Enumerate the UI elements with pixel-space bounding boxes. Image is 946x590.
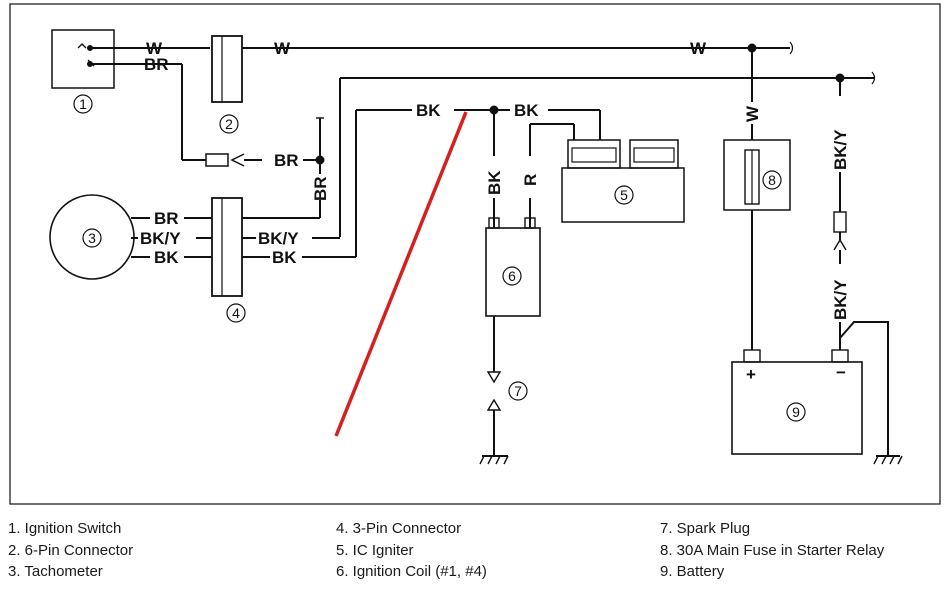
legend-item: 5. IC Igniter — [336, 541, 414, 559]
label-br-mid: BR — [274, 151, 299, 170]
legend-item: 2. 6-Pin Connector — [8, 541, 134, 559]
component-number-8: 8 — [768, 172, 776, 188]
ignition-coil — [485, 227, 541, 317]
legend-column-1: 1. Ignition Switch 2. 6-Pin Connector 3.… — [8, 518, 133, 583]
legend-item: 6. Ignition Coil (#1, #4) — [336, 563, 487, 580]
ic-igniter — [561, 167, 685, 223]
label-r-coil: R — [521, 174, 540, 186]
fuse-starter-relay — [723, 139, 791, 211]
label-w-top-mid: W — [274, 39, 291, 58]
legend-item: 8. 30A Main Fuse in Starter Relay — [660, 541, 885, 559]
legend-item: 7. Spark Plug — [660, 520, 751, 537]
component-number-4: 4 — [232, 305, 240, 321]
battery — [731, 361, 863, 455]
component-number-9: 9 — [792, 404, 800, 420]
label-battery-minus: − — [836, 363, 846, 382]
label-bk-top-right: BK — [514, 101, 539, 120]
label-battery-plus: + — [746, 365, 756, 384]
label-bk-conn: BK — [272, 248, 297, 267]
label-bky-upper: BK/Y — [831, 129, 850, 170]
label-w-fuse: W — [743, 105, 762, 122]
legend-item: 4. 3-Pin Connector — [336, 520, 462, 537]
label-bky-lower: BK/Y — [831, 279, 850, 320]
component-number-5: 5 — [620, 187, 628, 203]
label-bk-top-left: BK — [416, 101, 441, 120]
component-number-3: 3 — [88, 230, 96, 246]
wiring-diagram: W BR W W BR BR BK/Y BK BK/Y BK BK BK BR … — [9, 3, 941, 505]
label-bky-tach: BK/Y — [140, 229, 181, 248]
label-w-switch: W — [146, 39, 163, 58]
label-br-switch: BR — [144, 55, 169, 74]
legend: 1. Ignition Switch 2. 6-Pin Connector 3.… — [0, 508, 946, 590]
legend-item: 1. Ignition Switch — [8, 520, 122, 537]
component-number-7: 7 — [514, 383, 522, 399]
component-number-6: 6 — [508, 268, 516, 284]
component-number-1: 1 — [79, 96, 87, 112]
label-bky-conn: BK/Y — [258, 229, 299, 248]
label-w-top-right: W — [690, 39, 707, 58]
label-bk-tach: BK — [154, 248, 179, 267]
label-br-vert: BR — [311, 176, 330, 201]
label-bk-coil: BK — [485, 170, 504, 195]
label-br-tach: BR — [154, 209, 179, 228]
legend-column-3: 7. Spark Plug 8. 30A Main Fuse in Starte… — [660, 518, 884, 583]
diagram-frame — [9, 3, 941, 505]
legend-item: 3. Tachometer — [8, 563, 103, 580]
legend-column-2: 4. 3-Pin Connector 5. IC Igniter 6. Igni… — [336, 518, 487, 583]
component-number-2: 2 — [225, 116, 233, 132]
red-annotation-line — [334, 111, 468, 437]
six-pin-connector — [211, 35, 243, 103]
three-pin-connector — [211, 197, 243, 297]
ignition-switch — [51, 29, 115, 89]
legend-item: 9. Battery — [660, 563, 725, 580]
